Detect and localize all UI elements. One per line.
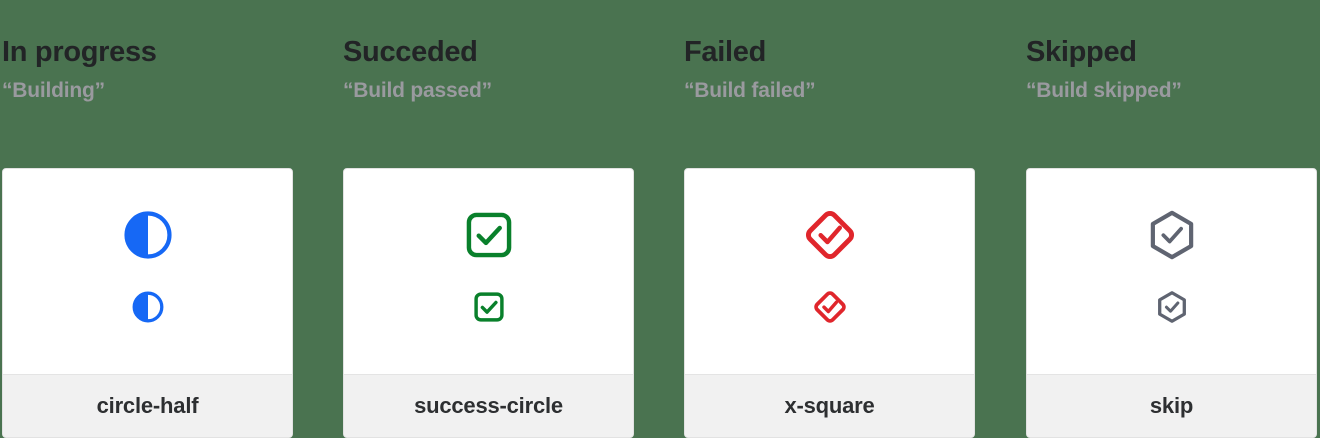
- icon-preview-area: [3, 169, 292, 374]
- column-header: Failed “Build failed”: [684, 0, 975, 104]
- icon-preview-area: [344, 169, 633, 374]
- column-subtitle: “Build passed”: [343, 79, 492, 102]
- skip-icon-small: [1157, 291, 1186, 323]
- icon-name-footer: circle-half: [3, 374, 292, 437]
- status-column-skipped: Skipped “Build skipped” skip: [1026, 0, 1317, 438]
- icon-name-label: x-square: [784, 393, 875, 418]
- icon-card[interactable]: skip: [1026, 168, 1317, 438]
- icon-card[interactable]: success-circle: [343, 168, 634, 438]
- icon-name-footer: skip: [1027, 374, 1316, 437]
- icon-preview-area: [1027, 169, 1316, 374]
- icon-name-footer: x-square: [685, 374, 974, 437]
- success-circle-icon: [466, 212, 511, 258]
- x-square-icon: [805, 210, 854, 260]
- icon-card[interactable]: x-square: [684, 168, 975, 438]
- status-column-in-progress: In progress “Building” circle-half: [2, 0, 293, 438]
- circle-half-icon-small: [132, 291, 163, 323]
- column-title: Skipped: [1026, 36, 1137, 68]
- column-subtitle: “Build skipped”: [1026, 79, 1182, 102]
- column-header: Succeded “Build passed”: [343, 0, 634, 104]
- skip-icon: [1150, 210, 1193, 260]
- column-subtitle: “Building”: [2, 79, 105, 102]
- x-square-icon-small: [813, 291, 846, 323]
- icon-name-label: skip: [1149, 393, 1194, 418]
- icon-name-label: circle-half: [96, 393, 199, 418]
- success-circle-icon-small: [473, 292, 504, 322]
- circle-half-icon: [123, 211, 172, 259]
- column-header: Skipped “Build skipped”: [1026, 0, 1317, 104]
- icon-name-footer: success-circle: [344, 374, 633, 437]
- status-column-failed: Failed “Build failed” x-squ: [684, 0, 975, 438]
- status-column-succeded: Succeded “Build passed” success-circle: [343, 0, 634, 438]
- icon-card[interactable]: circle-half: [2, 168, 293, 438]
- icon-name-label: success-circle: [414, 393, 563, 418]
- column-title: In progress: [2, 36, 157, 68]
- column-title: Succeded: [343, 36, 478, 68]
- column-title: Failed: [684, 36, 766, 68]
- column-subtitle: “Build failed”: [684, 79, 816, 102]
- icon-preview-area: [685, 169, 974, 374]
- column-header: In progress “Building”: [2, 0, 293, 104]
